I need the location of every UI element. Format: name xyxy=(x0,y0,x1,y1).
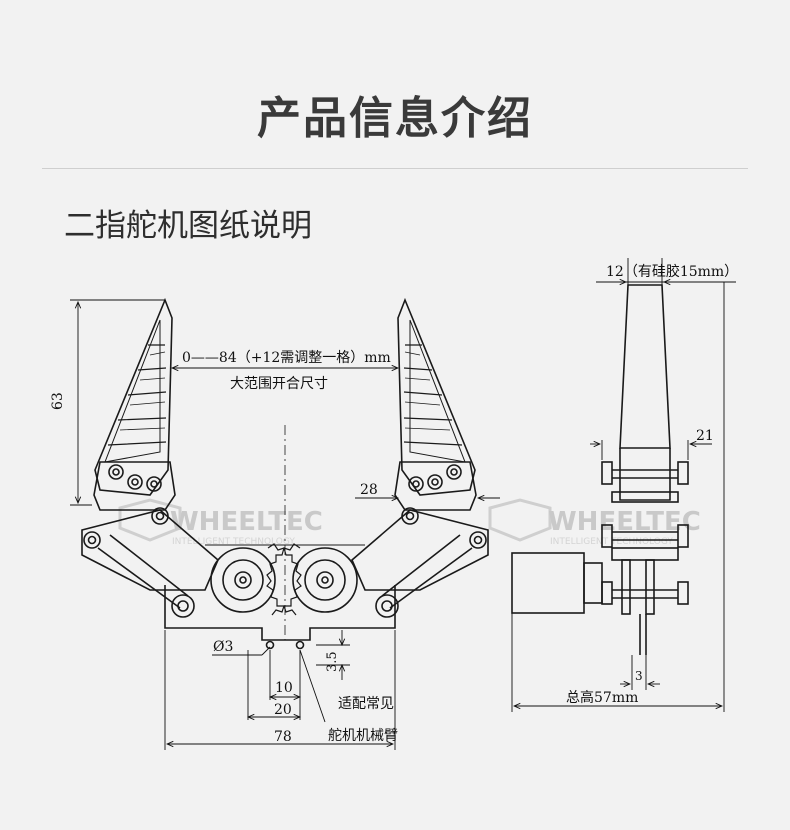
page-title: 产品信息介绍 xyxy=(257,93,533,144)
label-dim-21: 21 xyxy=(696,428,714,444)
label-dim-20: 20 xyxy=(274,702,292,718)
gripper-side-view xyxy=(511,284,689,655)
label-hole-diameter: Ø3 xyxy=(213,639,233,655)
gripper-front-view xyxy=(81,297,489,650)
label-servo-arm-line1: 适配常见 xyxy=(338,696,394,712)
watermark-tagline-left: INTELLIGENT TECHNOLOGY xyxy=(172,537,295,547)
divider xyxy=(42,168,748,169)
label-total-height: 总高57mm xyxy=(566,689,638,706)
section-title: 二指舵机图纸说明 xyxy=(64,208,312,244)
label-dim-3: 3 xyxy=(635,669,643,683)
watermark-left: WHEELTEC INTELLIGENT TECHNOLOGY xyxy=(118,498,323,547)
front-dimensions xyxy=(70,299,500,750)
label-silicone-width: 12（有硅胶15mm） xyxy=(606,263,738,280)
label-servo-arm-line2: 舵机机械臂 xyxy=(328,728,398,744)
label-dim-10: 10 xyxy=(275,680,293,696)
side-dimension-text: 12（有硅胶15mm） 21 3 总高57mm xyxy=(566,263,738,706)
watermark-brand-left: WHEELTEC xyxy=(170,507,323,537)
side-dimensions xyxy=(511,258,736,712)
label-opening-range: 0——84（+12需调整一格）mm xyxy=(182,350,391,366)
front-dimension-text: 0——84（+12需调整一格）mm 大范围开合尺寸 63 28 Ø3 3.5 1… xyxy=(50,350,398,745)
label-opening-caption: 大范围开合尺寸 xyxy=(230,375,328,392)
label-dim-3-5: 3.5 xyxy=(325,651,340,672)
label-dim-28: 28 xyxy=(360,482,378,498)
label-height-63: 63 xyxy=(50,392,66,410)
label-dim-78: 78 xyxy=(274,729,292,745)
